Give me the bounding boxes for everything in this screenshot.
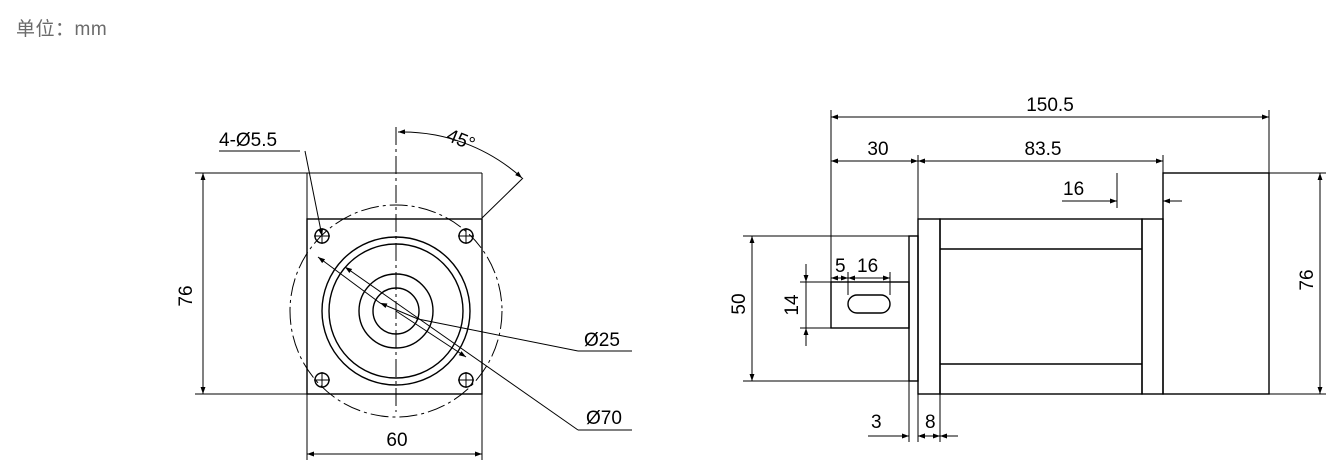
unit-label: 单位：mm: [16, 19, 108, 40]
key-length-label: 16: [857, 256, 878, 277]
leader-inner: [317, 256, 381, 304]
output-shaft: [830, 281, 910, 329]
leader-bore: [379, 302, 419, 320]
leader-pitch: [344, 266, 579, 431]
square-flange: [306, 218, 483, 395]
right-height-label: 76: [1297, 269, 1318, 290]
pitch-circle: [289, 204, 503, 418]
front-height-label: 76: [176, 285, 197, 306]
leader-bore-to-label: [417, 318, 579, 352]
overall-length-label: 150.5: [1026, 95, 1074, 116]
key-width-label: 14: [782, 294, 803, 316]
angle-arc: [397, 129, 523, 179]
main-flange: [917, 218, 941, 395]
rear-ring: [1141, 218, 1164, 395]
front-width-label: 60: [386, 430, 407, 451]
key-offset-label: 5: [835, 256, 846, 277]
pilot-flange: [908, 235, 919, 382]
top-small-label: 16: [1063, 179, 1084, 200]
keyway-slot: [847, 294, 891, 314]
hole-callout-label: 4-Ø5.5: [219, 130, 277, 151]
pitch-diameter-label: Ø70: [586, 408, 622, 429]
motor-adapter: [1162, 172, 1270, 395]
leader-pitch-inner: [395, 310, 467, 358]
side-view: 150.5 30 83.5 16 76 50 14: [729, 95, 1326, 442]
shaft-length-label: 30: [867, 139, 888, 160]
bore-diameter-label: Ø25: [584, 330, 620, 351]
angle-extension: [481, 177, 524, 219]
gear-body: [939, 218, 1143, 395]
flange-thickness-label: 3: [871, 412, 882, 433]
front-view: 45° 4-Ø5.5 Ø25 Ø70 76 60: [176, 125, 632, 460]
pilot-length-label: 8: [925, 412, 936, 433]
flange-height-label: 50: [729, 293, 750, 314]
angle-label: 45°: [443, 125, 478, 155]
body-length-label: 83.5: [1025, 139, 1062, 160]
hole-callout-leader: [304, 150, 324, 237]
mounting-holes: [314, 228, 474, 388]
